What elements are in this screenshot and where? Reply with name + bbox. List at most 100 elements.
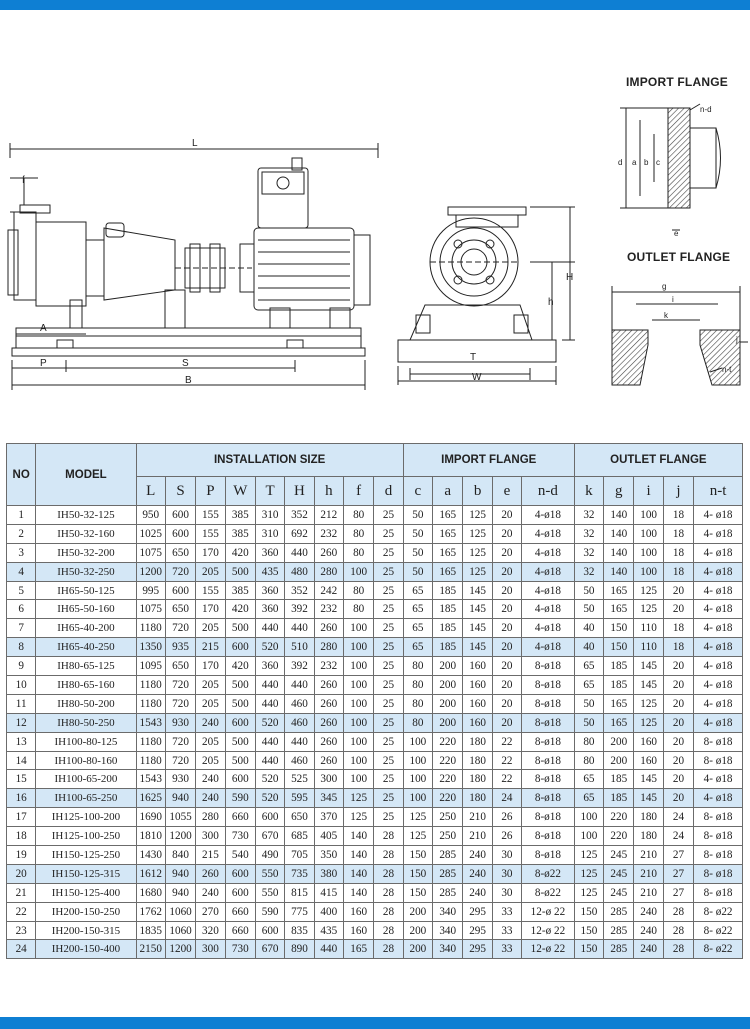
table-cell: 110: [633, 618, 664, 639]
table-cell: 210: [462, 826, 493, 847]
table-cell: 145: [462, 637, 493, 658]
table-cell: 520: [254, 769, 286, 790]
label-B: B: [185, 375, 192, 386]
header-col-c: c: [402, 476, 434, 506]
table-cell: 125: [633, 693, 664, 714]
table-cell: 400: [313, 901, 344, 922]
table-cell: 285: [432, 845, 464, 865]
table-cell: 260: [313, 693, 344, 714]
header-col-b: b: [462, 476, 493, 506]
table-cell: 995: [135, 580, 166, 601]
table-cell: 28: [373, 863, 404, 884]
table-cell: 100: [402, 769, 434, 790]
row-number-cell: 20: [5, 863, 37, 884]
table-cell: 220: [603, 807, 635, 828]
import-flange-drawing: [620, 103, 721, 231]
table-cell: 18: [662, 523, 695, 544]
model-cell: IH200-150-250: [35, 901, 137, 922]
table-cell: 392: [284, 656, 315, 677]
table-cell: 145: [633, 656, 664, 677]
header-col-P: P: [195, 476, 226, 506]
table-cell: 160: [633, 750, 664, 771]
table-cell: 32: [573, 505, 605, 525]
table-cell: 20: [662, 788, 695, 809]
table-cell: 25: [373, 750, 404, 771]
table-cell: 205: [195, 561, 226, 582]
table-cell: 125: [633, 712, 664, 733]
table-cell: 200: [432, 712, 464, 733]
row-number-cell: 14: [5, 750, 37, 771]
table-cell: 100: [342, 656, 375, 677]
table-cell: 165: [342, 939, 375, 960]
row-number-cell: 24: [5, 939, 37, 960]
table-cell: 4- ø18: [693, 769, 743, 790]
row-number-cell: 5: [5, 580, 37, 601]
table-cell: 180: [462, 769, 493, 790]
table-cell: 280: [195, 807, 226, 828]
table-cell: 220: [432, 731, 464, 752]
table-cell: 4- ø18: [693, 542, 743, 563]
row-number-cell: 3: [5, 542, 37, 563]
table-cell: 80: [402, 693, 434, 714]
table-cell: 245: [603, 863, 635, 884]
table-cell: 405: [313, 826, 344, 847]
row-number-cell: 6: [5, 599, 37, 620]
header-col-f: f: [342, 476, 375, 506]
table-cell: 165: [603, 712, 635, 733]
table-cell: 80: [402, 712, 434, 733]
table-cell: 490: [254, 845, 286, 865]
model-cell: IH50-32-200: [35, 542, 137, 563]
table-cell: 50: [573, 693, 605, 714]
label-h: h: [548, 297, 554, 308]
table-cell: 930: [164, 769, 197, 790]
table-cell: 240: [633, 920, 664, 941]
table-cell: 295: [462, 939, 493, 960]
table-cell: 25: [373, 580, 404, 601]
table-cell: 360: [254, 656, 286, 677]
table-cell: 100: [633, 505, 664, 525]
table-cell: 25: [373, 807, 404, 828]
header-no: NO: [5, 443, 37, 506]
table-cell: 240: [462, 863, 493, 884]
table-cell: 25: [373, 712, 404, 733]
table-cell: 1180: [135, 618, 166, 639]
table-cell: 210: [633, 863, 664, 884]
table-cell: 270: [195, 901, 226, 922]
table-cell: 650: [164, 599, 197, 620]
table-cell: 25: [373, 656, 404, 677]
model-cell: IH150-125-400: [35, 882, 137, 903]
table-cell: 24: [491, 788, 523, 809]
table-cell: 600: [254, 920, 286, 941]
header-col-W: W: [224, 476, 256, 506]
table-cell: 20: [491, 580, 523, 601]
table-cell: 160: [342, 901, 375, 922]
row-number-cell: 22: [5, 901, 37, 922]
table-cell: 240: [195, 769, 226, 790]
table-cell: 215: [195, 845, 226, 865]
table-cell: 20: [662, 731, 695, 752]
table-cell: 8- ø18: [693, 882, 743, 903]
table-cell: 50: [402, 523, 434, 544]
label-A: A: [40, 323, 47, 334]
table-cell: 8-ø18: [521, 731, 575, 752]
table-cell: 220: [432, 769, 464, 790]
table-cell: 420: [224, 542, 256, 563]
table-cell: 80: [573, 750, 605, 771]
table-cell: 500: [224, 750, 256, 771]
table-cell: 28: [662, 901, 695, 922]
table-cell: 1060: [164, 920, 197, 941]
table-cell: 1200: [164, 826, 197, 847]
table-cell: 1055: [164, 807, 197, 828]
table-cell: 8- ø22: [693, 920, 743, 941]
table-cell: 650: [164, 542, 197, 563]
table-cell: 1543: [135, 769, 166, 790]
table-cell: 150: [603, 637, 635, 658]
